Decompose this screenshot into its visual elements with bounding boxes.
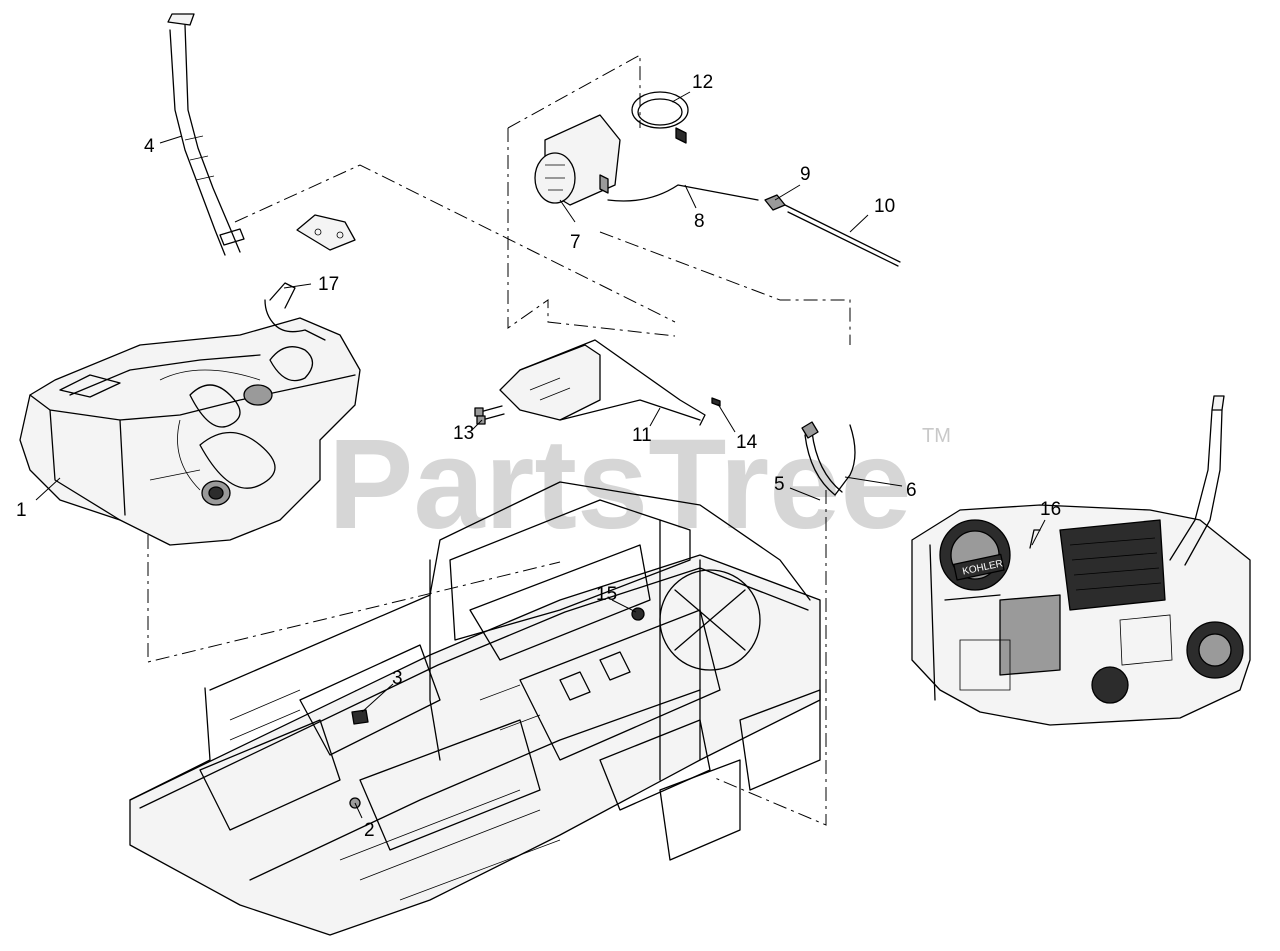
fuel-tank — [19, 282, 361, 546]
callout-7: 7 — [570, 232, 581, 253]
screws — [474, 405, 505, 425]
callout-8: 8 — [694, 211, 705, 232]
callout-12: 12 — [692, 72, 713, 93]
leader-lines — [35, 91, 1046, 819]
callout-labels: 1 2 3 4 5 6 7 8 9 10 11 12 13 14 15 16 1… — [16, 72, 1061, 841]
canister-strap — [631, 91, 689, 144]
engine-inset: KOHLER — [911, 395, 1251, 726]
watermark: PartsTree TM — [328, 413, 951, 556]
charcoal-canister — [534, 114, 621, 206]
fuel-lines — [801, 421, 856, 496]
callout-6: 6 — [906, 480, 917, 501]
callout-3: 3 — [392, 668, 403, 689]
callout-1: 1 — [16, 500, 27, 521]
canister-bracket — [499, 339, 721, 426]
vent-tubes — [607, 184, 901, 267]
callout-9: 9 — [800, 164, 811, 185]
callout-5: 5 — [774, 474, 785, 495]
filler-hose — [167, 13, 245, 256]
watermark-text: PartsTree — [328, 413, 912, 556]
callout-2: 2 — [364, 820, 375, 841]
callout-13: 13 — [453, 423, 474, 444]
callout-16: 16 — [1040, 499, 1061, 520]
watermark-trademark: TM — [922, 425, 951, 447]
callout-17: 17 — [318, 274, 339, 295]
chassis-frame — [129, 481, 821, 936]
callout-15: 15 — [596, 584, 617, 605]
callout-14: 14 — [736, 432, 758, 453]
callout-11: 11 — [632, 425, 652, 446]
callout-10: 10 — [874, 196, 895, 217]
callout-4: 4 — [144, 136, 155, 157]
mount-bracket — [296, 214, 356, 251]
